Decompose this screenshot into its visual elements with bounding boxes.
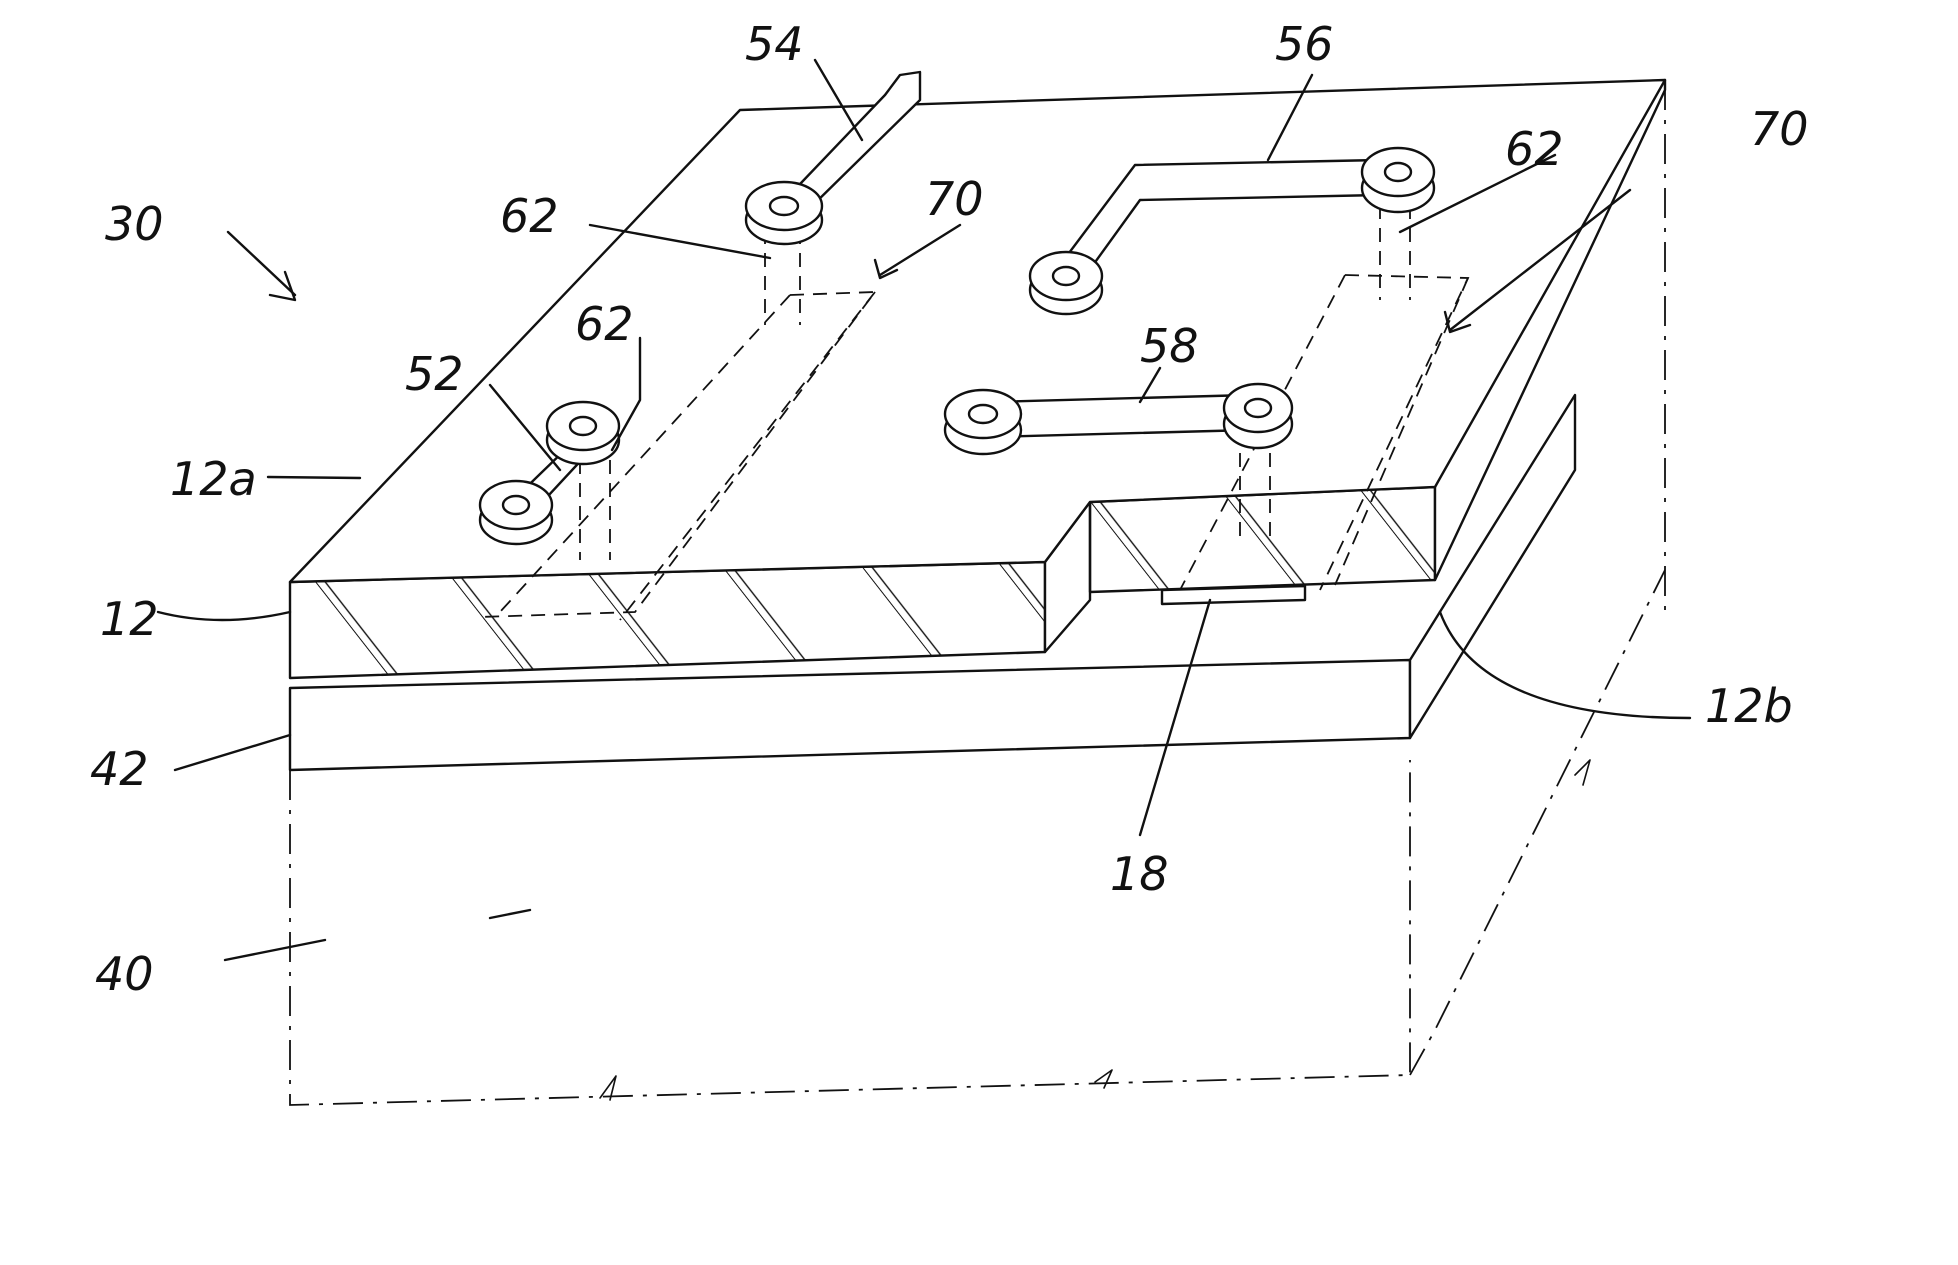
label-70-a: 70 — [925, 172, 984, 226]
label-40: 40 — [95, 947, 154, 1001]
label-18: 18 — [1110, 847, 1169, 901]
label-58: 58 — [1140, 319, 1199, 373]
layer-12-section-right — [1090, 487, 1435, 604]
label-12: 12 — [100, 592, 159, 646]
label-70-b: 70 — [1750, 102, 1809, 156]
label-30: 30 — [105, 197, 164, 251]
label-12a: 12a — [170, 452, 257, 506]
label-62-b: 62 — [575, 297, 634, 351]
label-56: 56 — [1275, 17, 1334, 71]
label-62-c: 62 — [1505, 122, 1564, 176]
label-52: 52 — [405, 347, 464, 401]
element-18-pad — [1162, 586, 1305, 604]
label-12b: 12b — [1705, 679, 1793, 733]
label-54: 54 — [745, 17, 804, 71]
label-42: 42 — [90, 742, 149, 796]
label-62-a: 62 — [500, 189, 559, 243]
